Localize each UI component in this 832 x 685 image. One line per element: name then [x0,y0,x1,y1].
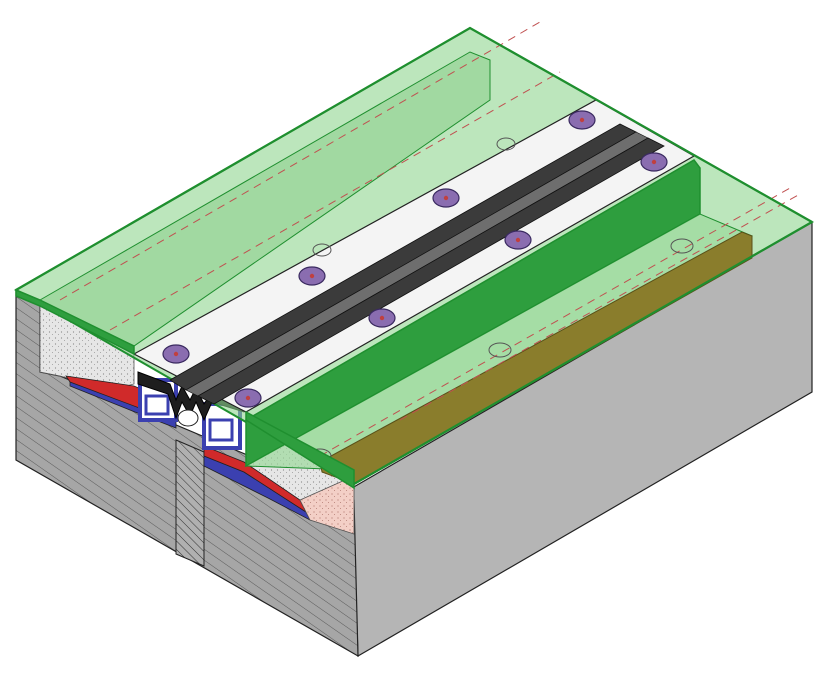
sealant-wedge [299,475,355,535]
faint-bolt-outlines [308,137,694,464]
anchor-bolt-icon [234,388,262,408]
dashed-guidelines [59,21,801,457]
rubber-insert-band-3 [197,137,665,405]
joint-gap [175,439,205,567]
anchor-bolt-icon [432,188,460,208]
block-outline [15,26,813,291]
block-outline-right [353,221,813,485]
backer-rod [177,409,199,427]
anchor-bolt-icon [298,266,326,286]
anchor-bolt-icon [368,308,396,328]
anchor-bolt-icon [640,152,668,172]
finish-layer-right-wall [245,159,701,468]
anchor-bolt-icon [504,230,532,250]
primer-strip [319,231,753,485]
finish-layer-front-edge-left [15,288,135,356]
anchor-bolts [162,110,668,408]
anchor-bolt-icon [568,110,596,130]
anchor-bolt-icon [162,344,190,364]
finish-layer-front-edge-right [245,410,355,490]
